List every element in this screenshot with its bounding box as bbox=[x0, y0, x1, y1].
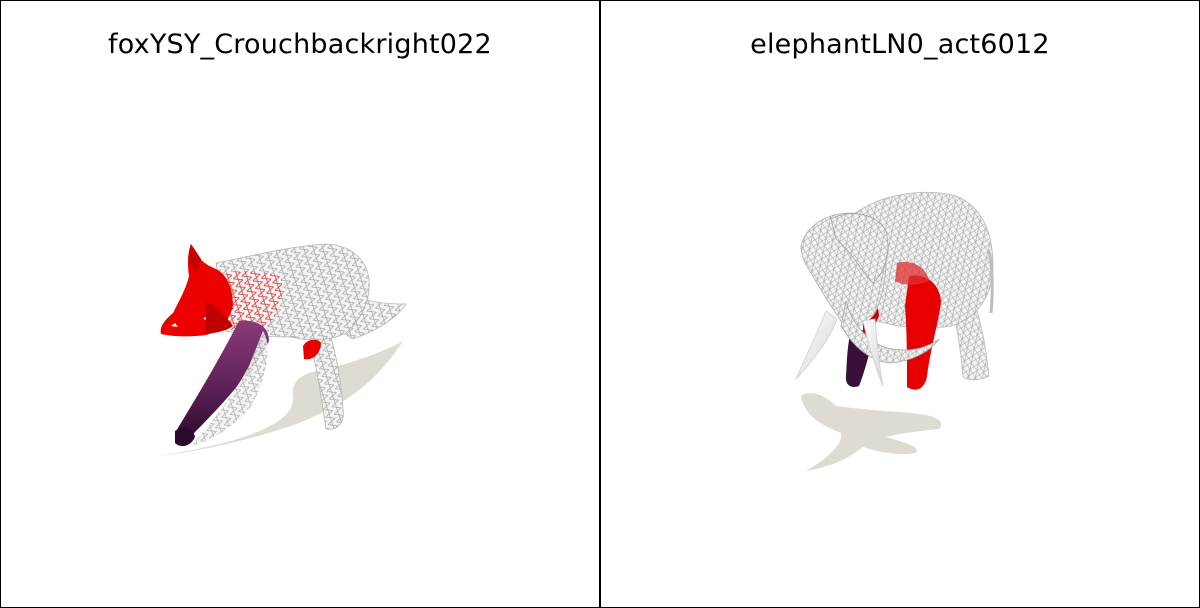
fox-head-shade bbox=[206, 301, 233, 334]
elephant-tail bbox=[987, 250, 994, 314]
elephant-shadow bbox=[801, 393, 942, 471]
fox-front-paw bbox=[175, 427, 195, 447]
fox-neck-red-mesh bbox=[226, 270, 283, 333]
fox-back-paw-red bbox=[303, 339, 321, 360]
panel-fox: foxYSY_Crouchbackright022 bbox=[1, 1, 599, 607]
fox-ear bbox=[189, 244, 201, 273]
panel-title-fox: foxYSY_Crouchbackright022 bbox=[108, 29, 492, 60]
elephant-tusk-left bbox=[795, 310, 838, 380]
panel-elephant: elephantLN0_act6012 bbox=[599, 1, 1199, 607]
elephant-leg-red-mesh bbox=[895, 261, 929, 285]
elephant-scene bbox=[795, 191, 994, 471]
elephant-ear bbox=[830, 213, 889, 284]
fox-front-leg bbox=[175, 320, 269, 440]
fox-shadow bbox=[161, 341, 403, 456]
elephant-front-leg-red bbox=[905, 275, 941, 390]
fox-snout-spot bbox=[171, 317, 208, 327]
fox-scene bbox=[160, 243, 407, 456]
elephant-tusk-right bbox=[862, 318, 884, 387]
fox-front-leg-wire bbox=[191, 331, 268, 446]
panel-title-elephant: elephantLN0_act6012 bbox=[750, 29, 1050, 60]
